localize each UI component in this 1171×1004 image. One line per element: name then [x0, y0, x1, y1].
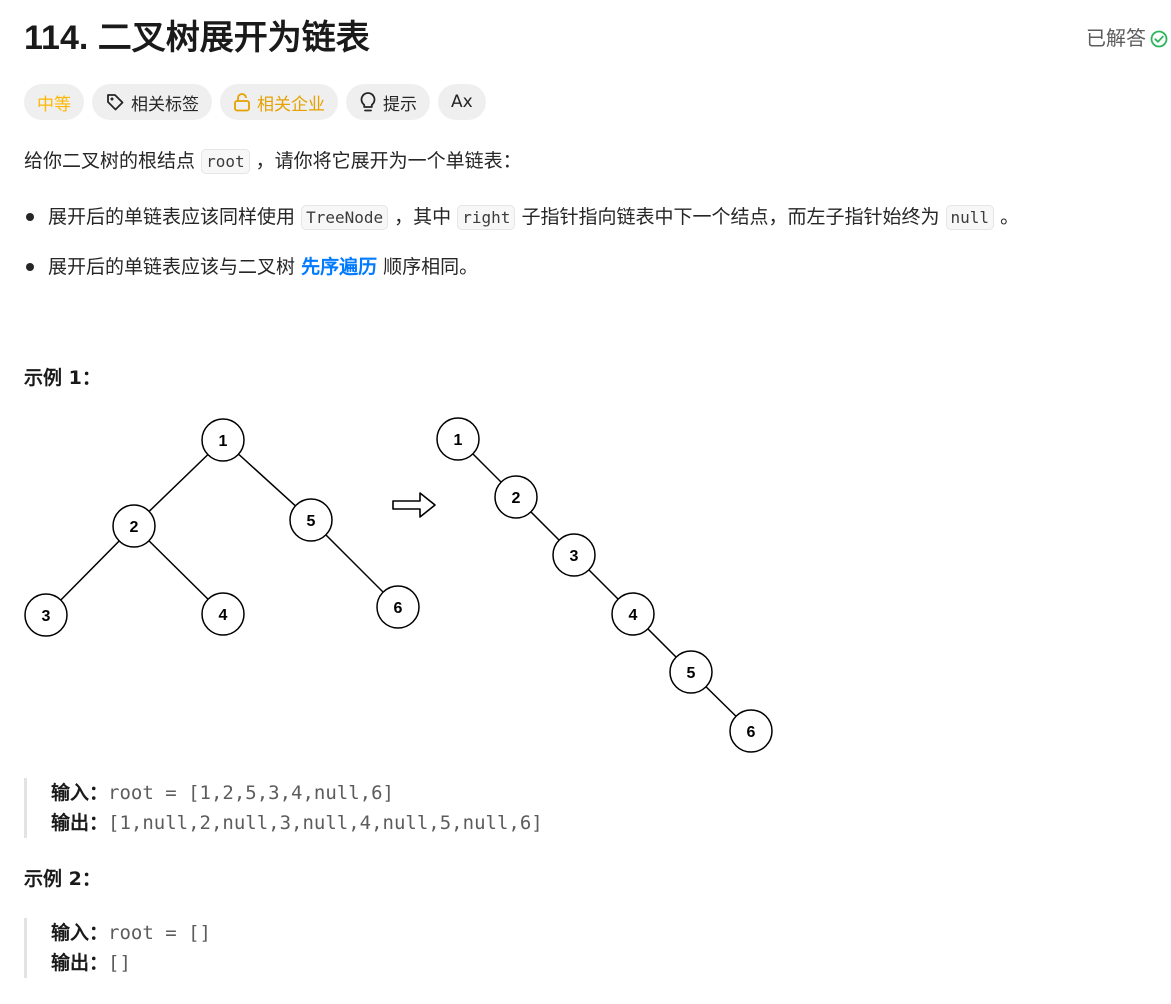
requirements-list: 展开后的单链表应该同样使用 TreeNode ，其中 right 子指针指向链表…: [24, 200, 1019, 300]
list-node: 2: [494, 475, 538, 519]
page-title: 114. 二叉树展开为链表: [24, 19, 370, 57]
example-1-title: 示例 1：: [24, 367, 101, 389]
example-2-block: 输入：root = [] 输出：[]: [24, 918, 211, 978]
svg-text:2: 2: [512, 490, 521, 507]
desc-text: 顺序相同。: [383, 256, 479, 278]
tag-icon: [107, 94, 124, 111]
tree-edges: [45, 439, 399, 616]
example-2-title: 示例 2：: [24, 868, 101, 890]
list-node: 5: [669, 650, 713, 694]
list-node: 6: [729, 709, 773, 753]
svg-text:6: 6: [394, 600, 403, 617]
svg-text:5: 5: [307, 513, 316, 530]
svg-text:1: 1: [454, 432, 463, 449]
desc-text: 展开后的单链表应该同样使用: [48, 206, 296, 228]
input-value: root = [1,2,5,3,4,null,6]: [108, 782, 394, 804]
example-1-diagram: 1 2 5 3 4 6 1 2 3 4 5 6: [24, 417, 773, 753]
related-topics-button[interactable]: 相关标签: [92, 84, 212, 120]
svg-text:4: 4: [629, 607, 638, 624]
tree-node: 5: [289, 498, 333, 542]
translate-button[interactable]: Ax: [438, 84, 486, 120]
tree-node: 4: [201, 592, 245, 636]
solved-status-label: 已解答: [1086, 26, 1146, 50]
difficulty-badge[interactable]: 中等: [24, 84, 84, 120]
input-label: 输入：: [51, 782, 109, 804]
related-topics-label: 相关标签: [131, 94, 199, 115]
desc-text: 。: [1000, 206, 1020, 228]
desc-text: ，其中: [394, 206, 452, 228]
input-label: 输入：: [51, 922, 109, 944]
inline-code: right: [457, 205, 516, 230]
tree-node: 3: [24, 593, 68, 637]
check-circle-icon: [1150, 30, 1168, 48]
translate-icon: Ax: [451, 92, 473, 112]
output-label: 输出：: [51, 812, 109, 834]
related-companies-label: 相关企业: [257, 94, 325, 115]
svg-text:1: 1: [219, 433, 228, 450]
example-output: 输出：[]: [51, 948, 211, 978]
list-node: 4: [611, 592, 655, 636]
inline-code: null: [945, 205, 995, 230]
solved-status[interactable]: 已解答: [1086, 24, 1168, 52]
difficulty-label: 中等: [37, 94, 71, 115]
related-companies-button[interactable]: 相关企业: [220, 84, 338, 120]
tree-node: 6: [376, 585, 420, 629]
hints-button[interactable]: 提示: [346, 84, 430, 120]
desc-text: ，请你将它展开为一个单链表：: [255, 150, 522, 172]
example-input: 输入：root = [1,2,5,3,4,null,6]: [51, 778, 543, 808]
output-value: []: [108, 952, 131, 974]
preorder-traversal-link[interactable]: 先序遍历: [301, 256, 378, 278]
tag-bar: 中等 相关标签 相关企业 提示 Ax: [24, 84, 486, 120]
right-arrow-icon: [392, 492, 436, 518]
inline-code: TreeNode: [301, 205, 389, 230]
svg-text:3: 3: [570, 548, 579, 565]
svg-text:3: 3: [42, 608, 51, 625]
list-item: 展开后的单链表应该与二叉树 先序遍历 顺序相同。: [24, 250, 1019, 300]
svg-text:5: 5: [687, 665, 696, 682]
hints-label: 提示: [383, 94, 417, 115]
svg-text:6: 6: [747, 724, 756, 741]
list-node: 1: [436, 417, 480, 461]
lock-icon: [234, 93, 250, 112]
example-input: 输入：root = []: [51, 918, 211, 948]
tree-node: 2: [112, 504, 156, 548]
input-value: root = []: [108, 922, 211, 944]
output-value: [1,null,2,null,3,null,4,null,5,null,6]: [108, 812, 543, 834]
svg-text:2: 2: [130, 519, 139, 536]
desc-text: 子指针指向链表中下一个结点，而左子指针始终为: [521, 206, 940, 228]
inline-code: root: [201, 149, 250, 174]
output-label: 输出：: [51, 952, 109, 974]
list-node: 3: [552, 533, 596, 577]
desc-text: 给你二叉树的根结点: [24, 150, 196, 172]
example-1-block: 输入：root = [1,2,5,3,4,null,6] 输出：[1,null,…: [24, 778, 543, 838]
list-item: 展开后的单链表应该同样使用 TreeNode ，其中 right 子指针指向链表…: [24, 200, 1019, 250]
description-intro: 给你二叉树的根结点 root ，请你将它展开为一个单链表：: [24, 146, 522, 177]
desc-text: 展开后的单链表应该与二叉树: [48, 256, 296, 278]
tree-node: 1: [201, 418, 245, 462]
example-output: 输出：[1,null,2,null,3,null,4,null,5,null,6…: [51, 808, 543, 838]
lightbulb-icon: [360, 92, 376, 112]
svg-text:4: 4: [219, 607, 228, 624]
